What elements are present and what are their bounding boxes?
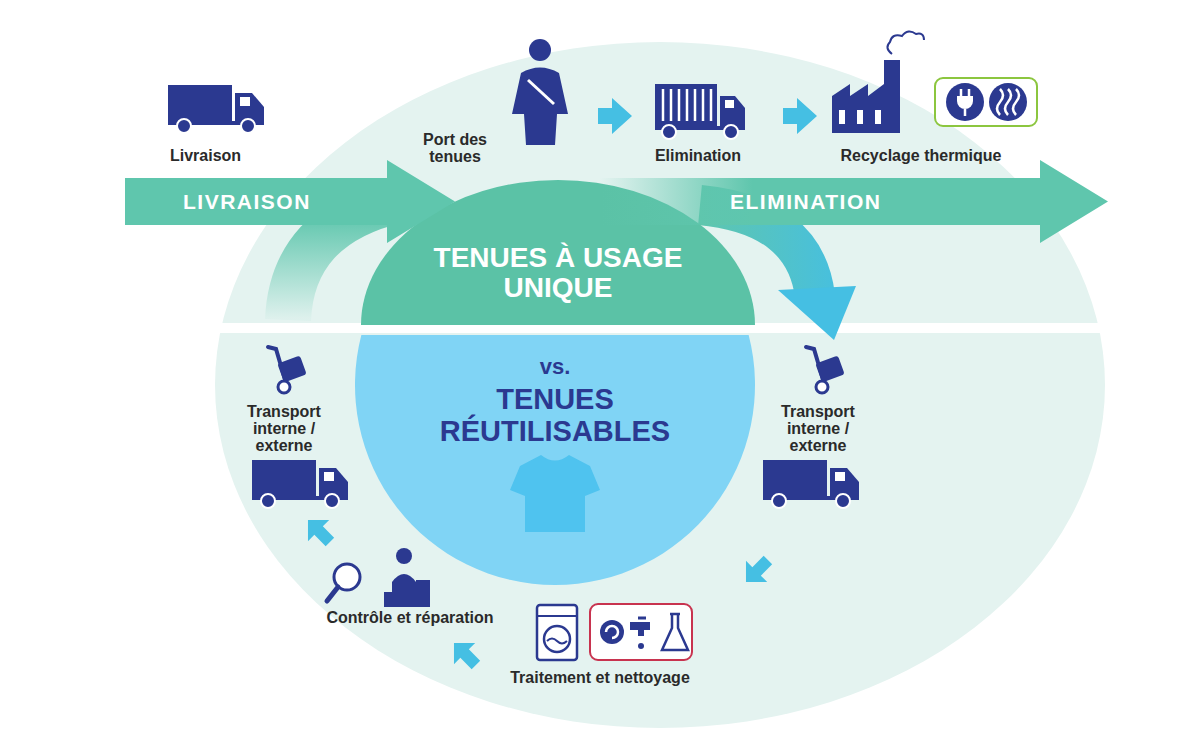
disposal-band-arrow: ELIMINATION [600, 160, 1108, 243]
magnifier-icon [327, 564, 360, 601]
node-shape [125, 160, 455, 243]
icon-part [957, 96, 973, 109]
step-label: Transport interne / externe [240, 403, 328, 454]
node-text: TENUES RÉUTILISABLES [425, 383, 685, 447]
delivery-band-arrow: LIVRAISON [125, 160, 455, 243]
icon-part [857, 110, 863, 124]
icon-part [832, 60, 900, 133]
person-icon [512, 39, 568, 145]
icon-part [989, 83, 1027, 121]
icon-part [875, 110, 881, 124]
step-arrow [783, 98, 817, 134]
icon-part [547, 639, 567, 644]
icon-part [537, 615, 577, 617]
icon-part [655, 126, 745, 130]
icon-part [638, 643, 644, 649]
cycle-disc [215, 42, 1105, 728]
transport-truck [763, 460, 859, 508]
icon-part [725, 100, 734, 108]
icon-part [946, 83, 984, 121]
step-label: Transport interne / externe [774, 403, 862, 454]
icon-part [396, 548, 412, 564]
cycle-arrow [735, 549, 778, 592]
icon-part [663, 89, 711, 121]
icon-part [537, 605, 577, 660]
icon-part [529, 39, 551, 61]
cycle-arrow [297, 509, 340, 552]
node-shape [600, 160, 1108, 243]
node-text: ELIMINATION [730, 190, 990, 214]
step-label: Elimination [628, 147, 768, 164]
icon-part [528, 80, 554, 104]
step-label: Recyclage thermique [811, 147, 1031, 164]
garbage-truck [655, 84, 745, 139]
icon-part [839, 110, 845, 124]
washing-machine [537, 605, 577, 660]
tailor-icon [384, 548, 430, 607]
step-label: Port des tenues [415, 131, 495, 165]
icon-part [606, 626, 618, 638]
icon-part [600, 620, 624, 644]
icon-part [638, 617, 646, 620]
transport-truck [252, 460, 348, 508]
step-arrow [598, 98, 632, 134]
step-label: Traitement et nettoyage [490, 669, 710, 686]
step-label: Contrôle et réparation [300, 609, 520, 626]
icon-part [720, 96, 745, 128]
icon-part [997, 89, 1019, 115]
icon-part [630, 622, 650, 636]
icon-part [662, 125, 676, 139]
delivery-truck [168, 85, 264, 133]
factory-icon [832, 31, 924, 133]
icon-part [935, 78, 1037, 126]
energy-box [935, 78, 1037, 126]
icon-part [590, 604, 692, 660]
icon-part [724, 125, 738, 139]
icon-part [662, 614, 688, 650]
down-arrow-head [778, 286, 856, 340]
icon-part [327, 587, 338, 601]
reusable-circle: vs. TENUES RÉUTILISABLES [355, 335, 755, 585]
icon-part [887, 31, 924, 54]
icon-part [512, 68, 568, 146]
cycle-arrow [443, 632, 486, 675]
hand-truck [268, 347, 307, 393]
hand-truck [806, 347, 845, 393]
node-text: TENUES À USAGE UNIQUE [413, 243, 703, 303]
resources-box [590, 604, 692, 660]
icon-part [384, 592, 430, 607]
icon-part [544, 626, 570, 652]
icon-part [334, 564, 360, 590]
icon-part [392, 574, 416, 592]
step-label: Livraison [170, 147, 290, 164]
icon-part [416, 580, 430, 592]
node-shape [355, 335, 755, 585]
node-text: vs. [355, 355, 755, 379]
node-text: LIVRAISON [183, 190, 403, 214]
icon-part [655, 84, 717, 126]
icon-part [961, 89, 969, 116]
